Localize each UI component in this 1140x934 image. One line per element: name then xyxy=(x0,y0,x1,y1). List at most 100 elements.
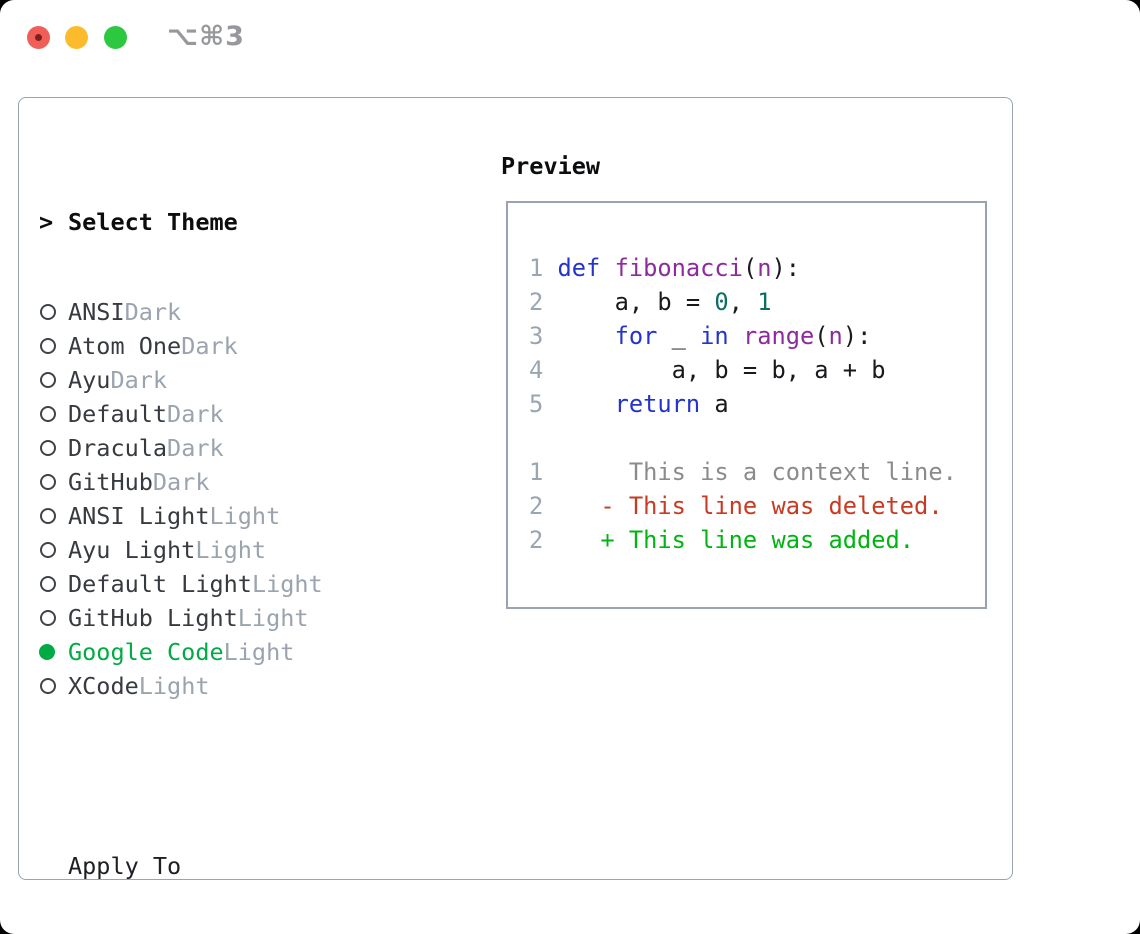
code-token-pl: _ xyxy=(657,322,701,350)
apply-to-header: Apply To xyxy=(39,849,479,883)
theme-option-ayu-light[interactable]: Ayu Light Light xyxy=(39,533,479,567)
code-token-num: 1 xyxy=(757,288,772,316)
radio-icon xyxy=(39,576,68,592)
option-variant-label: Dark xyxy=(110,366,168,394)
code-token-del: - This line was deleted. xyxy=(600,492,943,520)
radio-icon xyxy=(39,406,68,422)
code-line: 3 for _ in range(n): xyxy=(529,319,957,353)
option-label: Ayu xyxy=(68,366,111,394)
radio-icon xyxy=(39,338,68,354)
option-variant-label: Light xyxy=(138,672,210,700)
code-token-ln: 2 xyxy=(529,526,544,554)
close-button[interactable] xyxy=(27,26,50,49)
apply-to-title: Apply To xyxy=(68,852,182,880)
focus-caret-icon: > xyxy=(39,208,54,236)
window-title: ⌥⌘3 xyxy=(167,21,245,52)
option-variant-label: Dark xyxy=(181,332,238,360)
option-variant-label: Light xyxy=(251,570,323,598)
code-token-ctx: This is a context line. xyxy=(543,458,957,486)
code-token-pl xyxy=(558,322,615,350)
code-token-pl: ): xyxy=(842,322,872,350)
code-token-kw: in xyxy=(700,322,729,350)
option-variant-label: Light xyxy=(237,604,309,632)
code-token-add: + This line was added. xyxy=(600,526,915,554)
code-token-pl: ( xyxy=(814,322,829,350)
code-token-ln: 1 xyxy=(529,254,558,282)
code-line: 2 + This line was added. xyxy=(529,523,957,557)
code-line: 1 This is a context line. xyxy=(529,455,957,489)
code-token-pl xyxy=(558,390,615,418)
radio-icon xyxy=(39,678,68,694)
option-label: Dracula xyxy=(68,434,168,462)
code-line: 2 - This line was deleted. xyxy=(529,489,957,523)
theme-option-default-light[interactable]: Default Light Light xyxy=(39,567,479,601)
code-token-kw: for xyxy=(614,322,658,350)
code-token-pl: , xyxy=(728,288,758,316)
code-token-pl: a, b = b, a + b xyxy=(557,356,886,384)
option-variant-label: Dark xyxy=(167,400,224,428)
option-label: Google Code xyxy=(68,638,224,666)
code-token-pl: a xyxy=(700,390,729,418)
theme-option-github[interactable]: GitHub Dark xyxy=(39,465,479,499)
code-line: 4 a, b = b, a + b xyxy=(529,353,957,387)
code-line: 1 def fibonacci(n): xyxy=(529,251,957,285)
theme-option-ayu[interactable]: Ayu Dark xyxy=(39,363,479,397)
code-token-pl xyxy=(600,254,614,282)
code-token-kw: return xyxy=(614,390,701,418)
option-label: ANSI Light xyxy=(68,502,210,530)
theme-option-dracula[interactable]: Dracula Dark xyxy=(39,431,479,465)
zoom-button[interactable] xyxy=(104,26,127,49)
code-token-pl: a, b = xyxy=(557,288,715,316)
minimize-button[interactable] xyxy=(65,26,88,49)
option-label: GitHub xyxy=(68,468,153,496)
select-theme-title: Select Theme xyxy=(68,208,238,236)
code-token-pl: ): xyxy=(771,254,801,282)
preview-title: Preview xyxy=(501,152,601,180)
code-token-ln: 1 xyxy=(529,458,544,486)
theme-option-default[interactable]: Default Dark xyxy=(39,397,479,431)
code-token-pl xyxy=(543,526,600,554)
option-label: Default xyxy=(68,400,168,428)
code-line-blank xyxy=(529,421,957,455)
theme-option-ansi-light[interactable]: ANSI Light Light xyxy=(39,499,479,533)
code-token-pl: ( xyxy=(742,254,758,282)
code-token-ln: 2 xyxy=(529,492,544,520)
option-variant-label: Light xyxy=(195,536,267,564)
spacer xyxy=(39,759,479,793)
option-label: Atom One xyxy=(68,332,182,360)
code-token-ln: 4 xyxy=(529,356,558,384)
radio-icon xyxy=(39,474,68,490)
select-theme-header: > Select Theme xyxy=(39,205,479,239)
theme-option-google-code[interactable]: Google Code Light xyxy=(39,635,479,669)
option-variant-label: Dark xyxy=(167,434,224,462)
theme-option-github-light[interactable]: GitHub Light Light xyxy=(39,601,479,635)
code-token-fn: fibonacci xyxy=(614,254,743,282)
code-token-fn: range xyxy=(742,322,815,350)
code-token-fn: n xyxy=(757,254,772,282)
code-token-pl xyxy=(543,492,600,520)
theme-option-ansi[interactable]: ANSI Dark xyxy=(39,295,479,329)
option-label: ANSI xyxy=(68,298,125,326)
radio-icon xyxy=(39,440,68,456)
radio-icon xyxy=(39,508,68,524)
code-token-num: 0 xyxy=(714,288,729,316)
option-variant-label: Light xyxy=(209,502,281,530)
code-token-ln: 5 xyxy=(529,390,558,418)
code-token-fn: n xyxy=(828,322,843,350)
radio-icon xyxy=(39,610,68,626)
option-variant-label: Dark xyxy=(152,468,210,496)
option-variant-label: Light xyxy=(223,638,295,666)
code-token-ln: 2 xyxy=(529,288,558,316)
option-label: Default Light xyxy=(68,570,252,598)
radio-icon xyxy=(39,372,68,388)
option-label: Ayu Light xyxy=(68,536,196,564)
code-line: 2 a, b = 0, 1 xyxy=(529,285,957,319)
code-token-kw: def xyxy=(557,254,601,282)
code-token-ln: 3 xyxy=(529,322,558,350)
theme-option-atom-one[interactable]: Atom One Dark xyxy=(39,329,479,363)
theme-option-xcode[interactable]: XCode Light xyxy=(39,669,479,703)
